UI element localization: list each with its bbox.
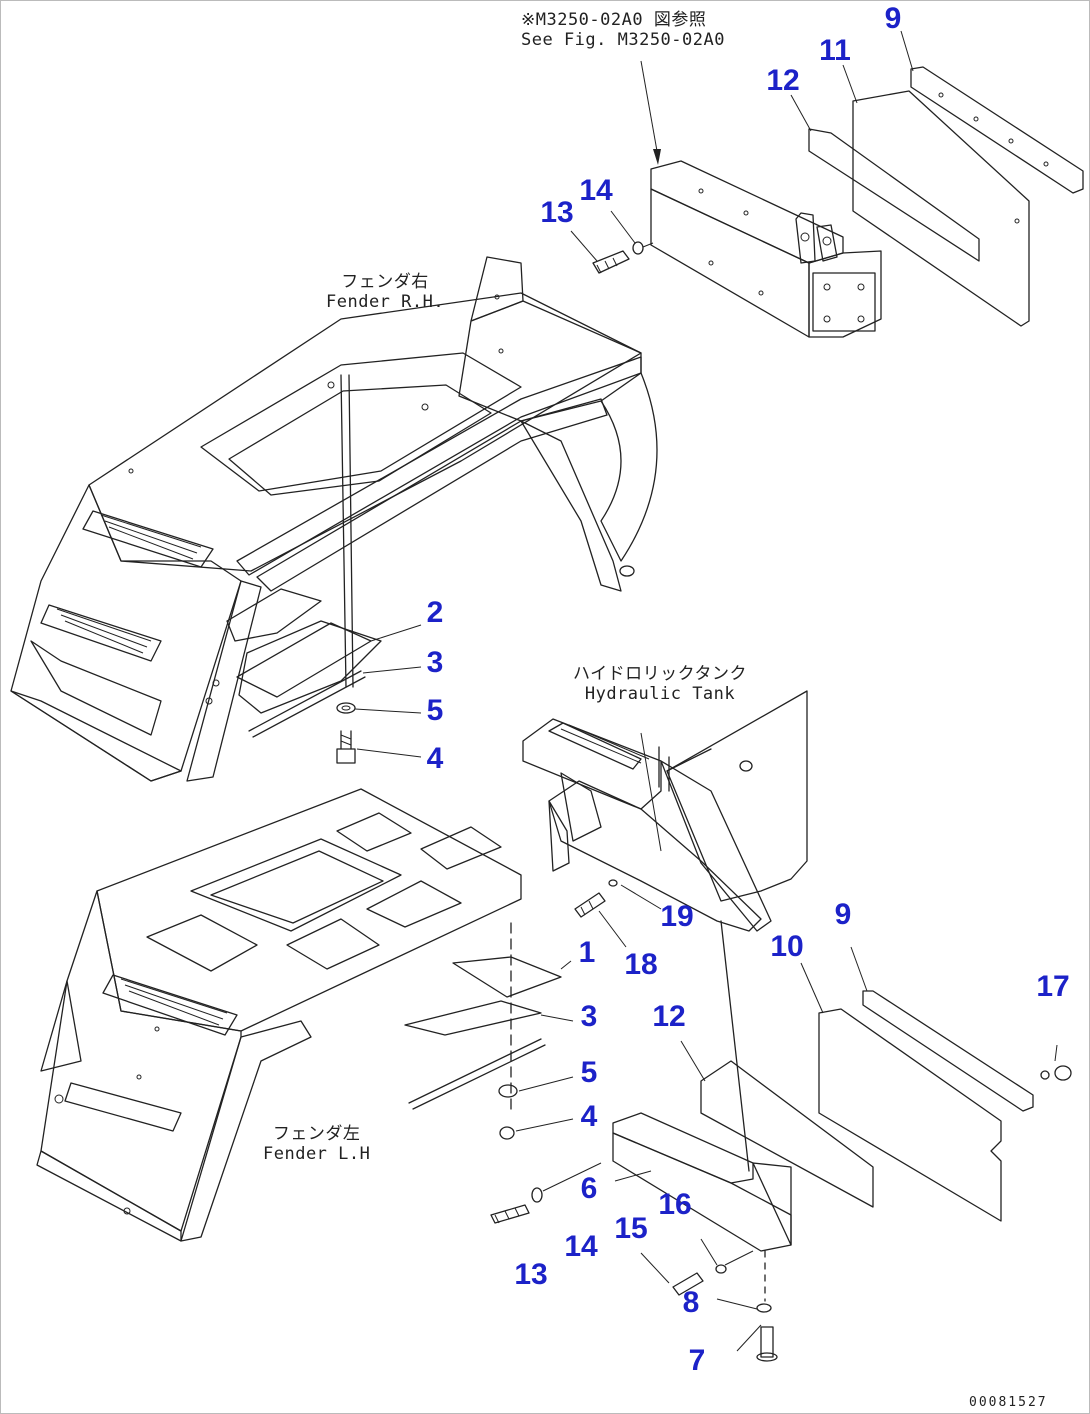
- see-fig-note-jp: ※M3250-02A0 図参照: [521, 10, 707, 30]
- callout-4-upper: 4: [426, 742, 444, 775]
- callout-12-lower: 12: [652, 1000, 686, 1033]
- callout-13-lower: 13: [514, 1258, 548, 1291]
- callout-9-lower: 9: [834, 898, 852, 931]
- callout-18: 18: [624, 948, 658, 981]
- see-fig-note: ※M3250-02A0 図参照 See Fig. M3250-02A0: [521, 10, 725, 50]
- callout-2: 2: [426, 596, 444, 629]
- hydraulic-tank-note-en: Hydraulic Tank: [584, 683, 736, 704]
- callout-15: 15: [614, 1212, 648, 1245]
- callout-5-lower: 5: [580, 1056, 598, 1089]
- callout-13-upper: 13: [540, 196, 574, 229]
- fender-rh-note: フェンダ右 Fender R.H.: [326, 272, 445, 312]
- fender-lh-note: フェンダ左 Fender L.H: [263, 1124, 371, 1164]
- fender-lh-drawing: [36, 788, 574, 1242]
- drawing-code: 00081527: [969, 1395, 1048, 1410]
- callout-19: 19: [660, 900, 694, 933]
- callout-16: 16: [658, 1188, 692, 1221]
- upper-bracket-assembly: [592, 60, 1084, 338]
- hydraulic-tank-note: ハイドロリックタンク Hydraulic Tank: [573, 664, 747, 704]
- callout-3-lower: 3: [580, 1000, 598, 1033]
- callout-14-lower: 14: [564, 1230, 598, 1263]
- callout-4-lower: 4: [580, 1100, 598, 1133]
- callout-3-upper: 3: [426, 646, 444, 679]
- fender-rh-drawing: [10, 256, 658, 782]
- callout-17: 17: [1036, 970, 1070, 1003]
- upper-leaders: [570, 30, 914, 262]
- callout-6: 6: [580, 1172, 598, 1205]
- callout-7: 7: [688, 1344, 706, 1377]
- fender-lh-note-en: Fender L.H: [263, 1143, 371, 1164]
- callout-1: 1: [578, 936, 596, 969]
- callout-5-upper: 5: [426, 694, 444, 727]
- callout-10: 10: [770, 930, 804, 963]
- see-fig-note-en: See Fig. M3250-02A0: [521, 29, 725, 50]
- hydraulic-tank-drawing: [522, 690, 808, 948]
- lower-bracket-assembly: [490, 920, 1072, 1362]
- callout-11: 11: [819, 34, 851, 67]
- hydraulic-tank-note-jp: ハイドロリックタンク: [573, 664, 747, 684]
- callout-14-upper: 14: [579, 174, 613, 207]
- fender-lh-note-jp: フェンダ左: [272, 1124, 361, 1144]
- callout-12-upper: 12: [766, 64, 800, 97]
- callout-9-upper: 9: [884, 2, 902, 35]
- fender-rh-note-jp: フェンダ右: [341, 272, 429, 292]
- fender-rh-note-en: Fender R.H.: [326, 291, 445, 312]
- callout-8: 8: [682, 1286, 700, 1319]
- upper-hardware-stack: [236, 622, 422, 764]
